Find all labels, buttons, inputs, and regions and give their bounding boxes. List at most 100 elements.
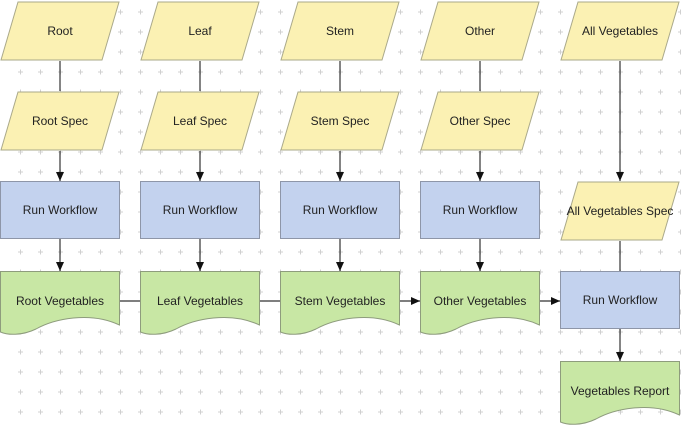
node-run-all[interactable]: Run Workflow — [560, 271, 680, 329]
grid-mark — [358, 369, 363, 375]
grid-mark — [198, 369, 203, 375]
grid-mark — [438, 249, 443, 255]
grid-mark — [98, 389, 103, 395]
node-label: Root Spec — [32, 114, 88, 128]
node-run-stem[interactable]: Run Workflow — [280, 181, 400, 239]
node-label: Stem Vegetables — [295, 294, 386, 308]
grid-mark — [18, 249, 23, 255]
grid-mark — [518, 69, 523, 75]
grid-mark — [658, 69, 663, 75]
node-shape-process — [0, 181, 120, 239]
node-root-veg[interactable]: Root Vegetables — [0, 271, 120, 335]
node-root-spec[interactable]: Root Spec — [0, 91, 120, 151]
grid-mark — [118, 9, 123, 15]
grid-mark — [558, 229, 563, 235]
grid-mark — [138, 249, 143, 255]
node-shape-data — [280, 91, 400, 151]
node-other-spec[interactable]: Other Spec — [420, 91, 540, 151]
grid-mark — [538, 249, 543, 255]
grid-mark — [398, 329, 403, 335]
node-root[interactable]: Root — [0, 1, 120, 61]
grid-mark — [158, 249, 163, 255]
grid-mark — [198, 389, 203, 395]
grid-mark — [58, 369, 63, 375]
grid-mark — [458, 249, 463, 255]
node-leaf[interactable]: Leaf — [140, 1, 260, 61]
grid-mark — [358, 329, 363, 335]
grid-mark — [98, 329, 103, 335]
grid-mark — [398, 29, 403, 35]
grid-mark — [258, 29, 263, 35]
grid-mark — [398, 349, 403, 355]
node-label: Other Vegetables — [434, 294, 527, 308]
grid-mark — [558, 129, 563, 135]
grid-mark — [338, 409, 343, 415]
node-other[interactable]: Other — [420, 1, 540, 61]
grid-mark — [218, 169, 223, 175]
grid-mark — [418, 49, 423, 55]
grid-mark — [18, 169, 23, 175]
node-label: All Vegetables — [582, 24, 658, 38]
grid-mark — [138, 29, 143, 35]
grid-mark — [158, 349, 163, 355]
grid-mark — [658, 149, 663, 155]
grid-mark — [558, 69, 563, 75]
node-leaf-spec[interactable]: Leaf Spec — [140, 91, 260, 151]
node-veg-report[interactable]: Vegetables Report — [560, 361, 680, 425]
node-run-leaf[interactable]: Run Workflow — [140, 181, 260, 239]
grid-mark — [518, 349, 523, 355]
grid-mark — [478, 329, 483, 335]
grid-mark — [118, 349, 123, 355]
grid-mark — [278, 29, 283, 35]
connectors — [56, 61, 624, 361]
grid-mark — [278, 249, 283, 255]
grid-mark — [118, 149, 123, 155]
grid-mark — [238, 249, 243, 255]
node-shape-data — [420, 1, 540, 61]
grid-mark — [318, 69, 323, 75]
node-run-root[interactable]: Run Workflow — [0, 181, 120, 239]
grid-mark — [258, 349, 263, 355]
grid-mark — [238, 369, 243, 375]
grid-mark — [358, 389, 363, 395]
node-run-other[interactable]: Run Workflow — [420, 181, 540, 239]
node-shape-document — [0, 271, 120, 335]
node-label: Run Workflow — [23, 203, 98, 217]
grid-mark — [78, 249, 83, 255]
grid-mark — [258, 129, 263, 135]
grid-mark — [558, 169, 563, 175]
grid-mark — [538, 169, 543, 175]
grid-mark — [478, 349, 483, 355]
grid-mark — [598, 249, 603, 255]
node-all-vegetables[interactable]: All Vegetables — [560, 1, 680, 61]
node-shape-process — [280, 181, 400, 239]
grid-mark — [418, 389, 423, 395]
grid-mark — [238, 169, 243, 175]
node-stem-spec[interactable]: Stem Spec — [280, 91, 400, 151]
node-shape-process — [560, 271, 680, 329]
grid-mark — [78, 389, 83, 395]
grid-mark — [178, 389, 183, 395]
node-leaf-veg[interactable]: Leaf Vegetables — [140, 271, 260, 335]
grid-mark — [78, 329, 83, 335]
grid-mark — [558, 249, 563, 255]
node-other-veg[interactable]: Other Vegetables — [420, 271, 540, 335]
grid-mark — [418, 89, 423, 95]
grid-mark — [218, 249, 223, 255]
node-stem[interactable]: Stem — [280, 1, 400, 61]
grid-mark — [298, 249, 303, 255]
grid-mark — [438, 349, 443, 355]
grid-mark — [498, 69, 503, 75]
node-all-vegetables-spec[interactable]: All Vegetables Spec — [560, 181, 680, 241]
grid-mark — [398, 9, 403, 15]
grid-mark — [638, 89, 643, 95]
node-label: Run Workflow — [163, 203, 238, 217]
grid-mark — [578, 109, 583, 115]
grid-mark — [258, 9, 263, 15]
grid-mark — [398, 409, 403, 415]
node-stem-veg[interactable]: Stem Vegetables — [280, 271, 400, 335]
grid-mark — [558, 109, 563, 115]
grid-mark — [138, 369, 143, 375]
node-shape-document — [420, 271, 540, 335]
grid-mark — [358, 409, 363, 415]
